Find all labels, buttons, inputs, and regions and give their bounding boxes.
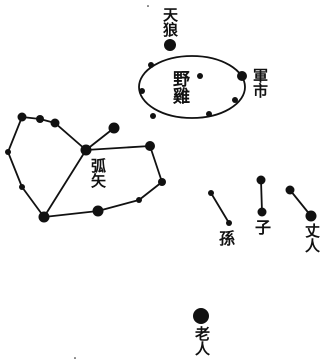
star-hushi-5 <box>19 184 25 190</box>
label-zi: 子 <box>255 220 271 236</box>
label-hushi: 弧矢 <box>90 158 105 188</box>
star-hushi-2 <box>36 115 44 123</box>
star-hushi-12 <box>109 123 120 134</box>
star-hushi-10 <box>145 141 155 151</box>
zi-line <box>261 180 262 212</box>
label-junshi: 軍市 <box>252 68 267 98</box>
star-sun-1 <box>208 190 214 196</box>
label-zhangren: 丈人 <box>304 223 319 253</box>
star-hushi-11 <box>81 145 92 156</box>
star-sun-2 <box>226 220 232 226</box>
star-junshi-5 <box>232 97 238 103</box>
star-junshi-1 <box>148 62 154 68</box>
star-hushi-9 <box>158 178 166 186</box>
star-tianlang <box>164 39 176 51</box>
star-junshi-4 <box>206 111 212 117</box>
star-hushi-4 <box>5 149 11 155</box>
star-junshi-main <box>237 71 247 81</box>
junshi-ring <box>139 56 245 118</box>
sun-line <box>211 193 229 223</box>
star-junshi-3 <box>150 113 156 119</box>
star-hushi-7 <box>93 206 104 217</box>
star-yeji <box>197 73 203 79</box>
star-junshi-2 <box>139 88 145 94</box>
label-laoren: 老人 <box>194 326 209 356</box>
speck-1 <box>74 357 76 359</box>
label-tianlang: 天狼 <box>162 7 177 37</box>
star-hushi-6 <box>39 212 50 223</box>
star-hushi-1 <box>18 113 27 122</box>
star-zhangren-2 <box>306 211 317 222</box>
hushi-arrow-line <box>44 150 86 217</box>
star-zi-1 <box>257 176 266 185</box>
label-yeji: 野雞 <box>170 70 187 104</box>
star-hushi-8 <box>136 197 142 203</box>
star-hushi-3 <box>51 119 60 128</box>
label-sun: 孫 <box>219 231 235 247</box>
star-zi-2 <box>258 208 267 217</box>
star-laoren <box>193 308 209 324</box>
star-zhangren-1 <box>286 186 295 195</box>
speck-2 <box>147 5 149 7</box>
